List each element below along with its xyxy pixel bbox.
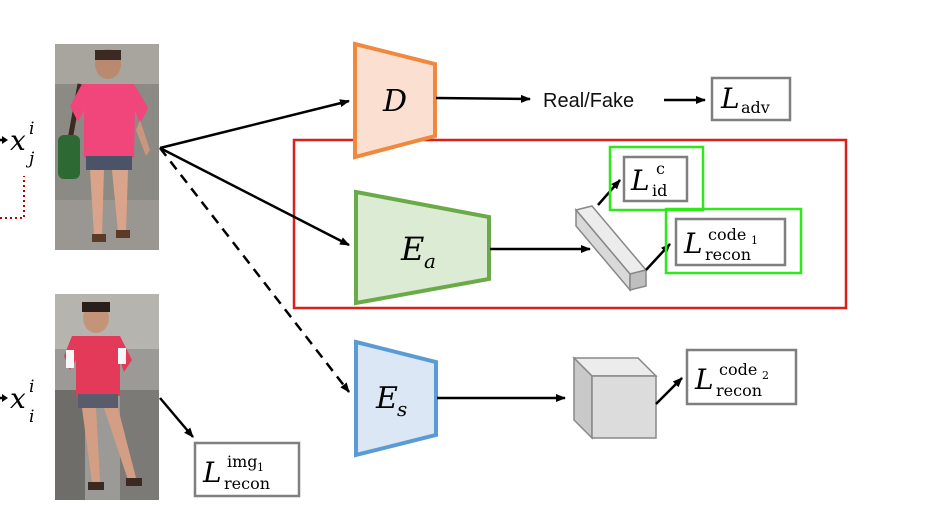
loss-adv: L adv <box>710 76 792 122</box>
dotted-link <box>0 176 25 219</box>
xj-sup: i <box>29 119 34 139</box>
loss-id-base: L <box>630 164 650 197</box>
person-photo-xi <box>55 294 159 500</box>
appearance-encoder-base: E <box>400 230 424 268</box>
loss-img1-sub: recon <box>224 474 270 493</box>
xi-sup: i <box>29 377 34 397</box>
structure-encoder-sub: s <box>397 397 407 421</box>
arrow-to-discriminator <box>159 99 350 150</box>
loss-code1-sub: recon <box>705 245 751 264</box>
structure-encoder-base: E <box>375 381 398 416</box>
loss-img1-sup: img <box>227 452 258 471</box>
label-xj: x i j <box>0 119 35 169</box>
xi-base: x <box>10 382 26 415</box>
loss-adv-base: L <box>720 82 740 115</box>
loss-adv-sub: adv <box>741 98 770 117</box>
label-xi: x i i <box>0 377 34 427</box>
appearance-feature-vector <box>574 205 648 293</box>
discriminator-module: D <box>353 41 437 160</box>
highlight-box-red <box>292 138 848 310</box>
xj-base: x <box>10 124 26 157</box>
loss-img1-base: L <box>202 456 222 489</box>
real-fake-label: Real/Fake <box>543 90 634 112</box>
loss-code2-base: L <box>694 363 714 396</box>
arrow-to-appearance-encoder <box>159 146 350 247</box>
loss-recon-code1: L code 1 recon <box>664 207 803 275</box>
arrow-to-img-recon <box>159 397 194 438</box>
loss-img1-sup-sub: 1 <box>257 461 264 474</box>
structure-encoder-module: E s <box>354 339 438 458</box>
arrow-to-code2-loss <box>655 377 683 405</box>
loss-code1-sup: code <box>708 225 746 244</box>
loss-recon-code2: L code 2 recon <box>685 348 798 406</box>
xi-sub: i <box>29 407 34 427</box>
appearance-encoder-module: E a <box>354 189 491 306</box>
loss-id: L c id <box>608 145 705 212</box>
xj-sub: j <box>25 149 35 169</box>
loss-code2-sup-sub: 2 <box>762 369 769 382</box>
discriminator-label: D <box>382 84 407 119</box>
loss-code1-base: L <box>683 227 703 260</box>
loss-code2-sup: code <box>719 360 757 379</box>
arrow-to-structure-encoder <box>159 147 350 393</box>
loss-code1-sup-sub: 1 <box>751 234 758 247</box>
loss-id-sup: c <box>656 159 665 178</box>
structure-feature-cube <box>572 356 658 440</box>
loss-code2-sub: recon <box>716 381 762 400</box>
appearance-encoder-sub: a <box>424 249 436 273</box>
loss-recon-img1: L img 1 recon <box>193 441 301 498</box>
person-photo-xj <box>55 44 159 250</box>
loss-id-sub: id <box>652 181 667 200</box>
arrow-to-real-fake <box>435 94 531 103</box>
